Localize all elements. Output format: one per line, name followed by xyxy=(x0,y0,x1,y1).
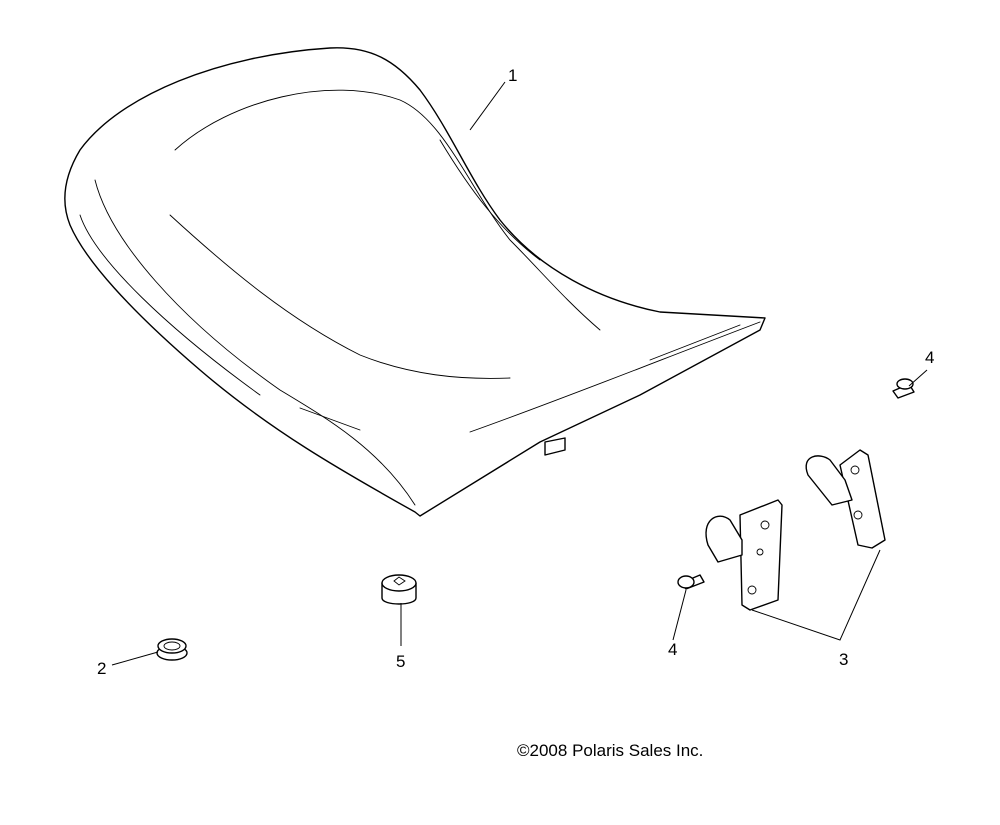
callout-bolt-upper: 4 xyxy=(925,348,934,367)
bolt-upper-part xyxy=(892,378,915,399)
callout-seat: 1 xyxy=(508,66,517,85)
leader-seat xyxy=(469,81,506,131)
bumper-part xyxy=(381,574,417,605)
callout-bolt-lower: 4 xyxy=(668,640,677,659)
callout-bracket: 3 xyxy=(839,650,848,669)
callout-bumper: 5 xyxy=(396,652,405,671)
bracket-part xyxy=(705,449,886,611)
callout-grommet: 2 xyxy=(97,659,106,678)
leader-bracket xyxy=(751,549,881,641)
leader-bolt-lower xyxy=(672,589,687,641)
grommet-part xyxy=(156,638,188,661)
leader-bolt-upper xyxy=(908,369,928,387)
seat-part xyxy=(64,47,766,517)
bolt-lower-part xyxy=(677,574,705,590)
copyright-text: ©2008 Polaris Sales Inc. xyxy=(517,741,703,760)
leader-grommet xyxy=(111,651,159,666)
